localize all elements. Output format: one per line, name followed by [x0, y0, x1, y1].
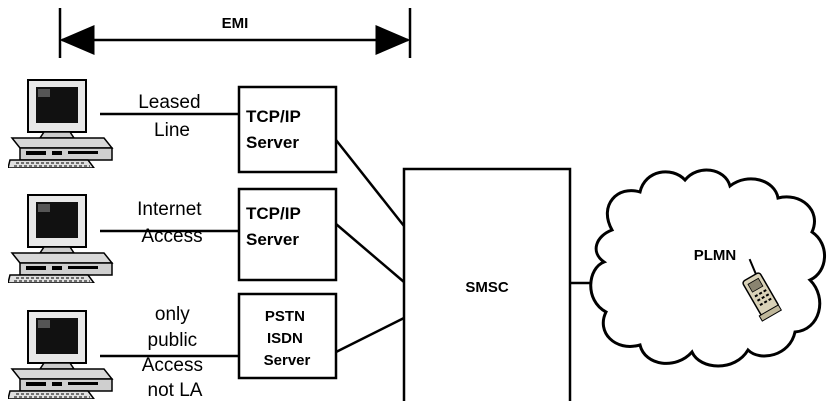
- cloud-network-icon: PLMN: [589, 168, 826, 368]
- desktop-computer-icon: [8, 310, 113, 399]
- plmn-label: PLMN: [694, 247, 737, 264]
- server2-smsc-link: [335, 223, 405, 283]
- emi-span: EMI: [58, 8, 412, 58]
- svg-text:PSTN ISDN Server: PSTN ISDN Server: [264, 308, 311, 369]
- smsc-box: SMSC: [402, 167, 572, 406]
- connection-label-leased: Leased Line: [138, 92, 206, 141]
- connection-label-internet: Internet Access: [137, 199, 207, 247]
- desktop-computer-icon: [8, 194, 113, 283]
- desktop-computer-icon: [8, 79, 113, 168]
- server3-smsc-link: [335, 316, 405, 354]
- mobile-phone-icon: [742, 258, 783, 322]
- connection-label-public: only public Access not LA: [142, 304, 209, 401]
- server-box-tcpip-2: TCP/IP Server: [237, 187, 338, 282]
- svg-text:TCP/IP Server: TCP/IP Server: [246, 107, 305, 152]
- server-box-tcpip-1: TCP/IP Server: [237, 85, 338, 174]
- server1-smsc-link: [335, 139, 405, 227]
- svg-text:TCP/IP Server: TCP/IP Server: [246, 204, 305, 249]
- server-box-pstn-isdn: PSTN ISDN Server: [237, 292, 338, 380]
- smsc-label: SMSC: [465, 279, 509, 296]
- emi-label: EMI: [222, 15, 249, 32]
